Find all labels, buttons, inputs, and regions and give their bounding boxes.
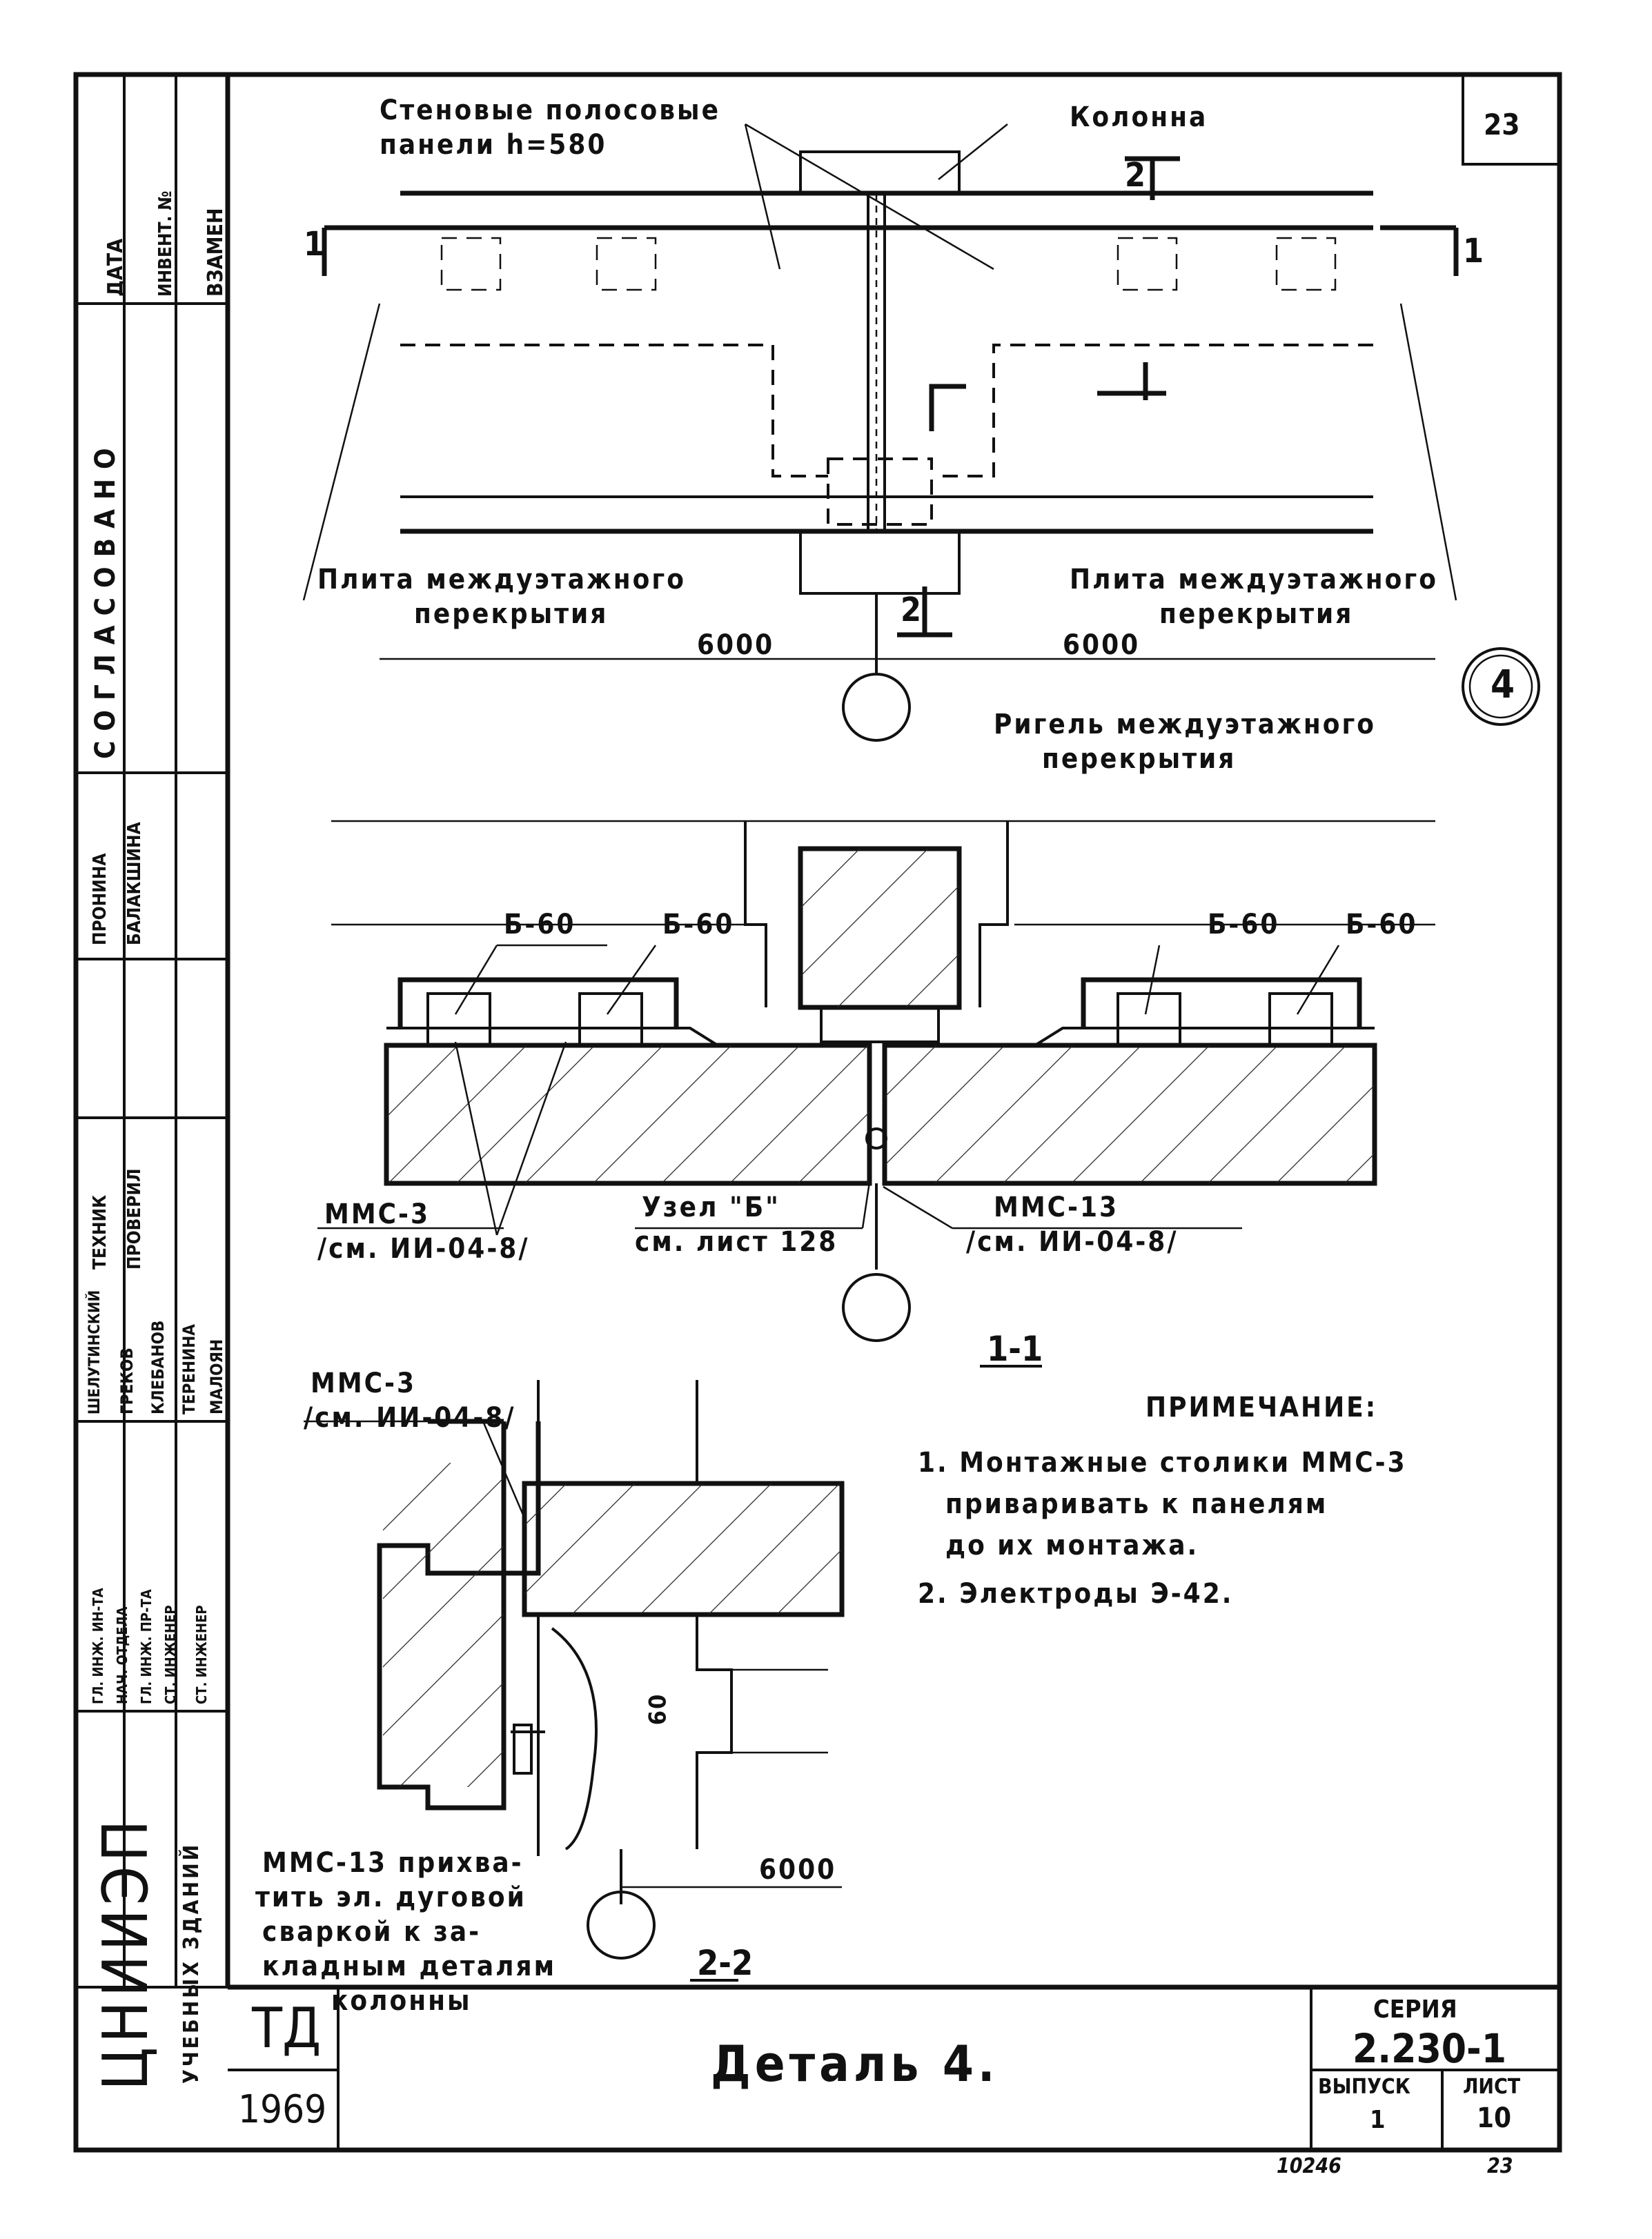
mms13-label: ММС-13 <box>994 1192 1119 1223</box>
archive-number: 10246 <box>1277 2154 1341 2178</box>
stamp-name-3: ШЕЛУТИНСКИЙ <box>86 1290 104 1414</box>
sheet-value: 10 <box>1477 2102 1512 2134</box>
label-panels-1: Стеновые полосовые <box>380 95 720 126</box>
stamp-role-5: СТ. ИНЖЕНЕР <box>193 1605 210 1704</box>
stamp-name-4: ГРЕКОВ <box>117 1348 137 1414</box>
dim-left: 6000 <box>697 629 775 661</box>
org-name: ЦНИИЭП <box>90 1815 162 2091</box>
detail-marker-circle <box>1462 647 1540 726</box>
stamp-role-technician: ТЕХНИК <box>90 1194 110 1270</box>
sheet-label: ЛИСТ <box>1463 2075 1521 2099</box>
page-number: 23 <box>1484 108 1520 141</box>
stamp-date: ДАТА <box>104 238 128 297</box>
s2-note-3: сваркой к за- <box>262 1916 482 1948</box>
stamp-role-checked: ПРОВЕРИЛ <box>124 1168 145 1270</box>
issue-label: ВЫПУСК <box>1318 2075 1410 2099</box>
slab-right-1: Плита междуэтажного <box>1070 564 1438 595</box>
mms3-label: ММС-3 <box>324 1199 431 1230</box>
dim-60: 60 <box>644 1693 672 1726</box>
page-number-box <box>1462 73 1561 166</box>
weld-label-2: Б-60 <box>662 909 735 940</box>
s2-note-4: кладным деталям <box>262 1951 556 1982</box>
note-3: до их монтажа. <box>945 1530 1199 1561</box>
slab-left-1: Плита междуэтажного <box>317 564 686 595</box>
stamp-role-2: НАЧ. ОТДЕЛА <box>114 1606 130 1704</box>
cut-1-right: 1 <box>1463 232 1484 270</box>
label-column: Колонна <box>1070 101 1208 133</box>
s2-note-1: ММС-13 прихва- <box>262 1847 524 1879</box>
dim-6000: 6000 <box>759 1854 837 1886</box>
note-2: приваривать к панелям <box>945 1488 1328 1520</box>
weld-label-1: Б-60 <box>504 909 576 940</box>
td-label: ТД <box>252 1996 322 2060</box>
dim-right: 6000 <box>1063 629 1141 661</box>
s2-mms3-ref: /см. ИИ-04-8/ <box>304 1402 516 1434</box>
note-4: 2. Электроды Э-42. <box>918 1578 1234 1610</box>
org-sub: УЧЕБНЫХ ЗДАНИЙ <box>179 1842 204 2084</box>
stamp-agreed: СОГЛАСОВАНО <box>90 438 121 759</box>
notes-heading: ПРИМЕЧАНИЕ: <box>1145 1392 1378 1423</box>
node-label: Узел "Б" <box>642 1192 780 1223</box>
caption-2-2: 2-2 <box>697 1943 754 1983</box>
cut-1-left: 1 <box>304 225 325 264</box>
slab-right-2: перекрытия <box>1159 598 1354 630</box>
sheet-frame <box>73 72 1562 2153</box>
footer-page: 23 <box>1487 2154 1513 2178</box>
year: 1969 <box>238 2087 327 2132</box>
stamp-role-3: ГЛ. ИНЖ. ПР-ТА <box>138 1589 155 1704</box>
stamp-name-7: МАЛОЯН <box>207 1339 226 1414</box>
mms3-ref: /см. ИИ-04-8/ <box>317 1233 530 1265</box>
weld-label-3: Б-60 <box>1208 909 1280 940</box>
issue-value: 1 <box>1370 2106 1386 2134</box>
girder-1: Ригель междуэтажного <box>994 709 1377 740</box>
stamp-inv: ИНВЕНТ. № <box>155 190 176 297</box>
cut-2-bottom: 2 <box>901 591 922 629</box>
s2-note-2: тить эл. дуговой <box>255 1882 527 1913</box>
weld-label-4: Б-60 <box>1346 909 1418 940</box>
series-value: 2.230-1 <box>1353 2025 1507 2072</box>
mms13-ref: /см. ИИ-04-8/ <box>966 1226 1179 1258</box>
detail-marker-text: 4 <box>1491 662 1515 707</box>
stamp-name-2: БАЛАКШИНА <box>124 822 145 945</box>
stamp-role-1: ГЛ. ИНЖ. ИН-ТА <box>90 1588 106 1704</box>
section-1-1 <box>317 820 1435 1368</box>
stamp-name-1: ПРОНИНА <box>90 853 110 945</box>
girder-2: перекрытия <box>1042 743 1237 775</box>
section-2-2 <box>304 1380 845 1982</box>
node-ref: см. лист 128 <box>635 1226 838 1258</box>
stamp-name-6: ТЕРЕНИНА <box>179 1324 199 1414</box>
sheet-title: Деталь 4. <box>711 2035 999 2093</box>
slab-left-2: перекрытия <box>414 598 609 630</box>
caption-1-1: 1-1 <box>987 1329 1043 1369</box>
stamp-role-4: СТ. ИНЖЕНЕР <box>162 1605 179 1704</box>
label-panels-2: панели h=580 <box>380 129 607 161</box>
stamp-name-5: КЛЕБАНОВ <box>148 1320 168 1414</box>
note-1: 1. Монтажные столики ММС-3 <box>918 1447 1407 1479</box>
stamp-replace: ВЗАМЕН <box>204 208 228 297</box>
cut-2-top: 2 <box>1125 156 1146 195</box>
s2-note-5: колонны <box>331 1985 472 2017</box>
plan-view <box>302 123 1459 742</box>
s2-mms3-label: ММС-3 <box>311 1368 417 1399</box>
series-label: СЕРИЯ <box>1373 1995 1457 2024</box>
